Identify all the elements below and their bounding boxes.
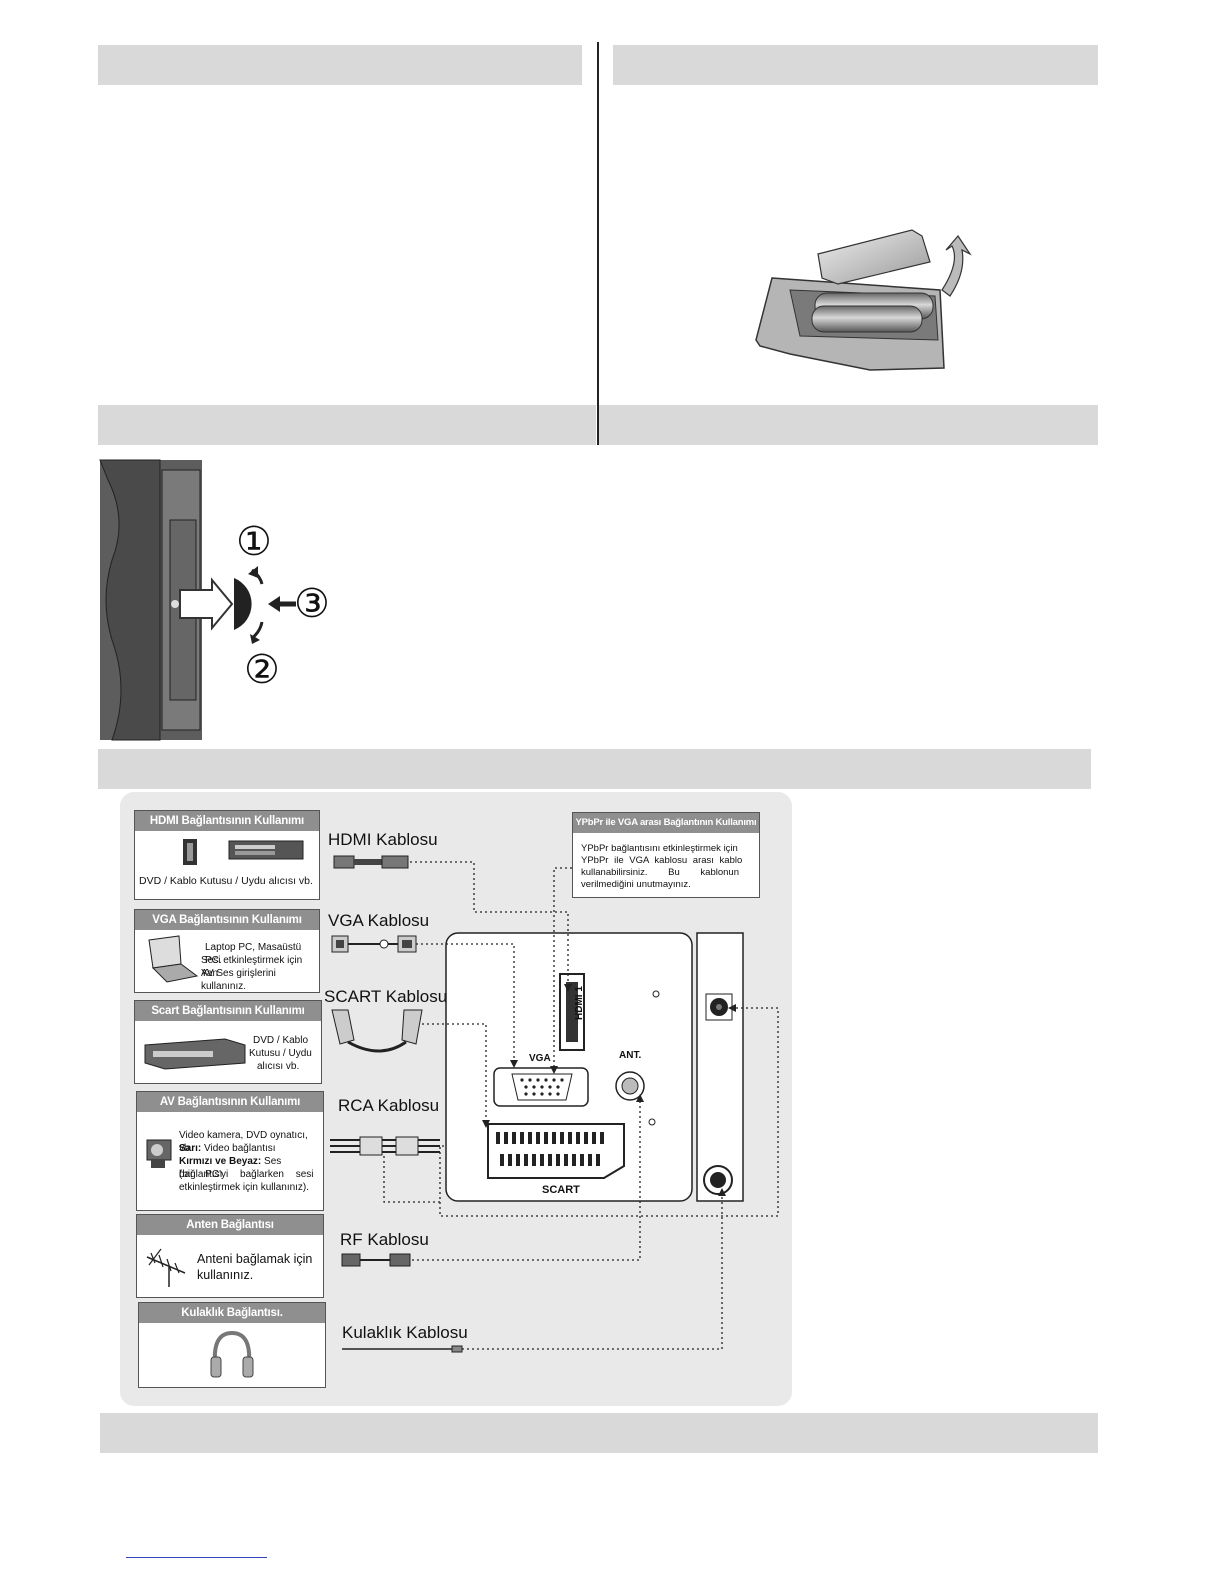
headphone-icon [210, 1330, 254, 1378]
section-header-top-left [98, 45, 582, 85]
av-usage-line1: Video kamera, DVD oynatıcı, vb. [179, 1130, 308, 1154]
av-yellow-text: Video bağlantısı [201, 1143, 276, 1154]
port-label-vga: VGA [529, 1053, 551, 1064]
vga-usage-line3: AV Ses girişlerini kullanınız. [201, 968, 276, 992]
ypbpr-line4: verilmediğini unutmayınız. [581, 879, 691, 890]
scart-usage-line2: Kutusu / Uydu [249, 1048, 312, 1059]
ypbpr-box: YPbPr ile VGA arası Bağlantının Kullanım… [572, 812, 760, 898]
antenna-box: Anten Bağlantısı Anteni bağlamak için ku… [136, 1214, 324, 1298]
av-red-white-text: Ses bağlantısı [179, 1156, 282, 1180]
av-usage-box: AV Bağlantısının Kullanımı Video kamera,… [136, 1091, 324, 1211]
vga-cable-label: VGA Kablosu [328, 911, 430, 930]
callout-one: ① [236, 519, 272, 565]
scart-cable-label: SCART Kablosu [324, 987, 448, 1006]
callout-two: ② [244, 647, 280, 693]
av-usage-line4: (bir PC'yi bağlarken sesi [179, 1169, 314, 1180]
column-divider [597, 42, 599, 445]
hdmi-usage-text: DVD / Kablo Kutusu / Uydu alıcısı vb. [139, 875, 313, 887]
section-header-mid-left [98, 405, 596, 445]
scart-usage-title: Scart Bağlantısının Kullanımı [135, 1001, 321, 1021]
port-label-hdmi1: HDMI 1 [574, 986, 585, 1020]
section-header-connections [98, 749, 1091, 789]
section-header-mid-right [599, 405, 1098, 445]
rca-cable-label: RCA Kablosu [338, 1096, 440, 1115]
antenna-line1: Anteni bağlamak için [197, 1252, 313, 1266]
rf-cable-label: RF Kablosu [340, 1230, 429, 1249]
ypbpr-line1: YPbPr bağlantısını etkinleştirmek için [581, 843, 738, 854]
hdmi-connector-icon [183, 839, 304, 865]
vga-usage-title: VGA Bağlantısının Kullanımı [135, 910, 319, 930]
section-header-top-right [613, 45, 1098, 85]
av-yellow-label: Sarı: [179, 1143, 202, 1154]
av-usage-line5: etkinleştirmek için kullanınız). [179, 1182, 310, 1193]
footer-underline [126, 1557, 267, 1558]
av-usage-line3: Kırmızı ve Beyaz: Ses bağlantısı [179, 1156, 323, 1181]
av-usage-title: AV Bağlantısının Kullanımı [137, 1092, 323, 1112]
video-camera-icon [146, 1139, 172, 1168]
ypbpr-line2: YPbPr ile VGA kablosu arası kablo [581, 855, 743, 866]
vga-usage-box: VGA Bağlantısının Kullanımı Laptop PC, M… [134, 909, 320, 993]
callout-three: ③ [294, 581, 330, 627]
antenna-line2: kullanınız. [197, 1268, 254, 1282]
port-label-scart: SCART [542, 1184, 580, 1196]
antenna-icon [146, 1248, 186, 1287]
av-usage-line2: Sarı: Video bağlantısı [179, 1143, 276, 1156]
headphone-cable-label: Kulaklık Kablosu [342, 1323, 468, 1342]
laptop-icon [148, 935, 199, 983]
hdmi-usage-title: HDMI Bağlantısının Kullanımı [135, 811, 319, 831]
headphone-box: Kulaklık Bağlantısı. [138, 1302, 326, 1388]
section-header-bottom [100, 1413, 1098, 1453]
scart-usage-line1: DVD / Kablo [253, 1035, 309, 1046]
scart-usage-box: Scart Bağlantısının Kullanımı DVD / Kabl… [134, 1000, 322, 1084]
dvd-player-icon [144, 1038, 246, 1070]
antenna-title: Anten Bağlantısı [137, 1215, 323, 1235]
port-label-ant: ANT. [619, 1050, 642, 1061]
vga-usage-line1: Laptop PC, Masaüstü PC. [205, 942, 302, 966]
hdmi-cable-label: HDMI Kablosu [328, 830, 438, 849]
ypbpr-title: YPbPr ile VGA arası Bağlantının Kullanım… [573, 813, 759, 833]
ypbpr-line3: kullanabilirsiniz. Bu kablonun [581, 867, 739, 878]
scart-usage-line3: alıcısı vb. [257, 1061, 300, 1072]
hdmi-usage-box: HDMI Bağlantısının Kullanımı DVD / Kablo… [134, 810, 320, 900]
av-red-white-label: Kırmızı ve Beyaz: [179, 1156, 262, 1167]
vga-usage-line2: Sesi etkinleştirmek için Yan [201, 955, 303, 979]
headphone-title: Kulaklık Bağlantısı. [139, 1303, 325, 1323]
